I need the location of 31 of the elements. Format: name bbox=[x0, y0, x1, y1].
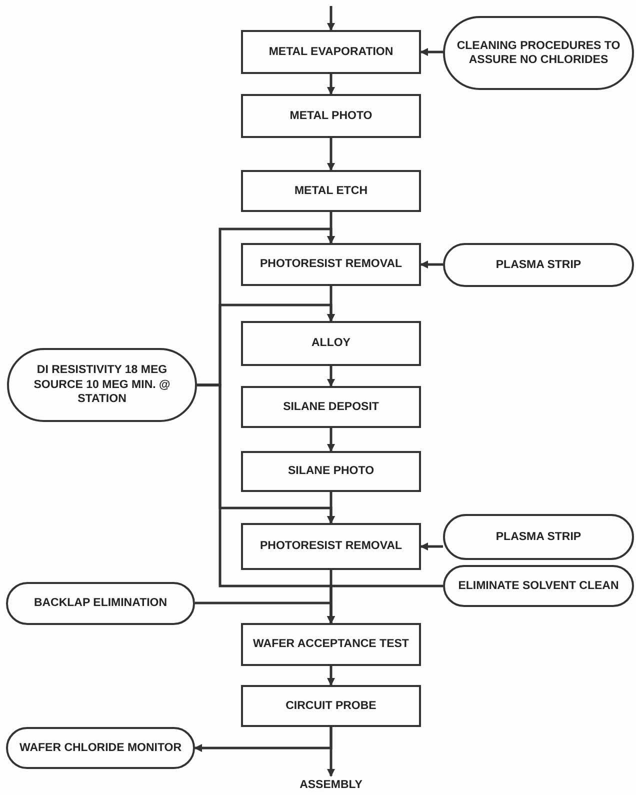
flow-arrow bbox=[420, 48, 443, 56]
flow-arrow bbox=[327, 138, 335, 171]
flow-arrow bbox=[327, 666, 335, 686]
process-box: PHOTORESIST REMOVAL bbox=[241, 243, 421, 286]
note-pill: DI RESISTIVITY 18 MEG SOURCE 10 MEG MIN. @ STATION bbox=[7, 348, 197, 422]
process-box: ALLOY bbox=[241, 321, 421, 366]
flow-arrow bbox=[195, 602, 335, 624]
process-box: SILANE PHOTO bbox=[241, 451, 421, 492]
process-box: SILANE DEPOSIT bbox=[241, 386, 421, 428]
note-pill: PLASMA STRIP bbox=[443, 514, 634, 560]
note-pill: WAFER CHLORIDE MONITOR bbox=[6, 727, 195, 769]
flow-arrow bbox=[420, 542, 443, 550]
flow-arrow bbox=[327, 727, 335, 777]
flow-arrow bbox=[327, 6, 335, 31]
flow-arrow bbox=[420, 260, 443, 268]
process-box: CIRCUIT PROBE bbox=[241, 685, 421, 727]
process-box: METAL EVAPORATION bbox=[241, 30, 421, 74]
flow-arrow bbox=[327, 74, 335, 95]
process-box: PHOTORESIST REMOVAL bbox=[241, 523, 421, 570]
process-box: WAFER ACCEPTANCE TEST bbox=[241, 623, 421, 666]
flow-arrow bbox=[327, 366, 335, 387]
flow-arrow bbox=[327, 286, 335, 322]
note-pill: PLASMA STRIP bbox=[443, 243, 634, 287]
process-box: METAL ETCH bbox=[241, 170, 421, 212]
flow-end-label: ASSEMBLY bbox=[271, 776, 391, 794]
note-pill: ELIMINATE SOLVENT CLEAN bbox=[443, 565, 634, 607]
flow-arrow bbox=[327, 428, 335, 452]
flow-arrow bbox=[327, 492, 335, 524]
note-pill: CLEANING PROCEDURES TO ASSURE NO CHLORIDES bbox=[443, 16, 634, 90]
note-pill: BACKLAP ELIMINATION bbox=[6, 582, 195, 625]
process-box: METAL PHOTO bbox=[241, 94, 421, 138]
